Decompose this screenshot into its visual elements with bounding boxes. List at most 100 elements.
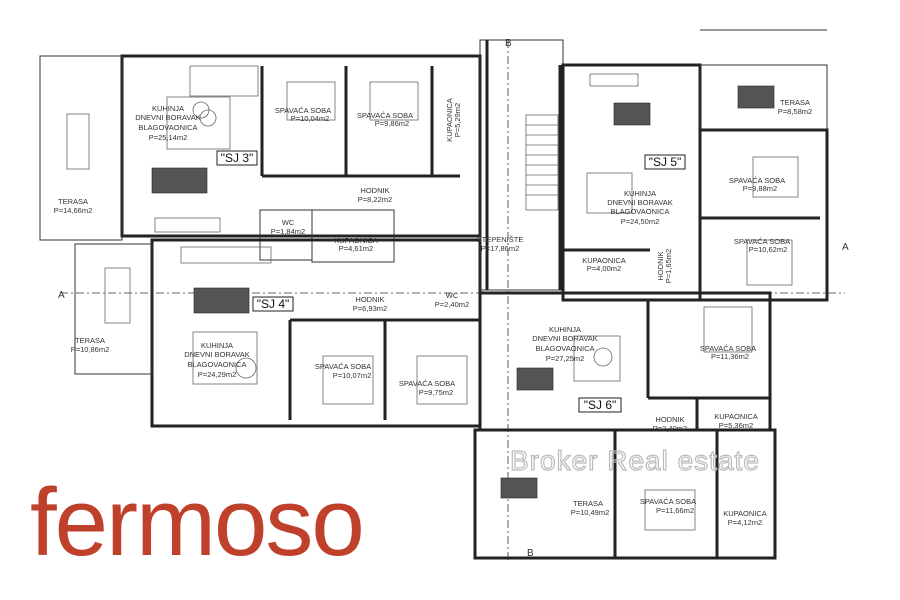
svg-text:P=10,86m2: P=10,86m2 [71,345,110,354]
svg-text:DNEVNI BORAVAK: DNEVNI BORAVAK [607,198,673,207]
terrace-table-sj4 [104,267,131,324]
unit-tag-box-sj4 [252,296,294,312]
svg-text:SPAVAĆA SOBA: SPAVAĆA SOBA [640,497,696,506]
svg-text:SPAVAĆA SOBA: SPAVAĆA SOBA [357,111,413,120]
svg-text:WC: WC [282,218,295,227]
room-label-sj6-hall: HODNIK P=2,40m2 [653,415,687,433]
svg-text:KUPAONICA: KUPAONICA [714,412,758,421]
room-label-sj6-bed1: SPAVAĆA SOBA P=11,36m2 [700,344,756,361]
unit-tag-box-sj5 [644,154,686,170]
svg-text:P=4,00m2: P=4,00m2 [587,264,621,273]
section-marker-a-right: A [842,242,849,253]
svg-text:P=2,40m2: P=2,40m2 [653,424,687,433]
svg-text:P=1,84m2: P=1,84m2 [271,227,305,236]
svg-text:SPAVAĆA SOBA: SPAVAĆA SOBA [700,344,756,353]
room-label-sj6-living: KUHINJA DNEVNI BORAVAK BLAGOVAONICA P=27… [532,325,598,363]
svg-text:P=25,14m2: P=25,14m2 [149,133,188,142]
svg-text:P=11,36m2: P=11,36m2 [711,352,749,361]
room-label-sj5-terrace: TERASA P=8,58m2 [778,98,812,116]
room-label-sj6-terrace: TERASA P=10,49m2 [571,499,610,517]
svg-text:KUHINJA: KUHINJA [549,325,581,334]
svg-text:TERASA: TERASA [58,197,88,206]
room-label-sj5-bed2: SPAVAĆA SOBA P=10,62m2 [734,237,790,254]
svg-text:DNEVNI BORAVAK: DNEVNI BORAVAK [532,334,598,343]
svg-text:P=24,29m2: P=24,29m2 [198,370,237,379]
svg-text:HODNIK: HODNIK [360,186,389,195]
svg-text:P=10,49m2: P=10,49m2 [571,508,610,517]
svg-text:HODNIK: HODNIK [655,415,684,424]
svg-text:DNEVNI BORAVAK: DNEVNI BORAVAK [135,113,201,122]
room-label-sj6-bed2: SPAVAĆA SOBA P=11,66m2 [640,497,696,515]
section-marker-a-left: A [58,290,65,301]
room-label-sj3-living: KUHINJA DNEVNI BORAVAK BLAGOVAONICA P=25… [135,104,201,142]
room-label-sj3-terrace: TERASA P=14,66m2 [54,197,93,215]
svg-text:SPAVAĆA SOBA: SPAVAĆA SOBA [275,106,331,115]
svg-text:P=5,36m2: P=5,36m2 [719,421,753,430]
svg-text:P=27,25m2: P=27,25m2 [546,354,585,363]
room-label-sj4-bed1: SPAVAĆA SOBA P=10,07m2 [315,362,371,380]
unit-sj5-walls [561,29,829,302]
room-label-sj4-terrace: TERASA P=10,86m2 [71,336,110,354]
svg-text:P=2,40m2: P=2,40m2 [435,300,469,309]
unit-sj3-walls [39,54,482,263]
section-marker-b-bottom: B [527,548,534,559]
room-label-sj4-living: KUHINJA DNEVNI BORAVAK BLAGOVAONICA P=24… [184,341,250,379]
svg-text:P=10,62m2: P=10,62m2 [749,245,788,254]
svg-text:P=6,93m2: P=6,93m2 [353,304,387,313]
svg-text:SPAVAĆA SOBA: SPAVAĆA SOBA [729,176,785,185]
room-label-stairs: STEPENIŠTE P=17,86m2 [477,235,524,253]
room-label-sj3-bed2: SPAVAĆA SOBA P=9,86m2 [357,111,413,128]
svg-text:KUPAONICA: KUPAONICA [723,509,767,518]
svg-text:STEPENIŠTE: STEPENIŠTE [477,235,524,244]
svg-text:P=10,04m2: P=10,04m2 [291,114,330,123]
stair-core [479,39,564,291]
svg-text:SPAVAĆA SOBA: SPAVAĆA SOBA [315,362,371,371]
unit-sj6-walls [473,291,777,560]
svg-text:P=24,50m2: P=24,50m2 [621,217,660,226]
unit-sj4-walls [74,238,482,428]
svg-text:P=9,86m2: P=9,86m2 [375,119,409,128]
section-marker-b-top: B [505,38,512,49]
room-label-sj3-bath2: KUPAONICA P=4,61m2 [334,236,378,253]
dining-table-sj3 [151,167,208,194]
svg-text:KUHINJA: KUHINJA [201,341,233,350]
svg-text:BLAGOVAONICA: BLAGOVAONICA [535,344,594,353]
room-label-sj5-hall: HODNIK P=1,65m2 [656,249,673,283]
svg-text:P=5,29m2: P=5,29m2 [453,103,462,137]
room-label-sj5-bath: KUPAONICA P=4,00m2 [582,256,626,273]
svg-text:P=10,07m2: P=10,07m2 [333,371,372,380]
svg-text:KUHINJA: KUHINJA [624,189,656,198]
terrace-table-sj5 [737,85,775,109]
svg-text:P=8,22m2: P=8,22m2 [358,195,392,204]
room-label-sj3-bath: KUPAONICA P=5,29m2 [445,98,462,142]
svg-text:TERASA: TERASA [780,98,810,107]
svg-text:DNEVNI BORAVAK: DNEVNI BORAVAK [184,350,250,359]
svg-text:P=8,58m2: P=8,58m2 [778,107,812,116]
room-label-sj3-bed1: SPAVAĆA SOBA P=10,04m2 [275,106,331,123]
svg-text:P=9,75m2: P=9,75m2 [419,388,453,397]
svg-text:TERASA: TERASA [75,336,105,345]
svg-text:HODNIK: HODNIK [355,295,384,304]
room-label-sj4-wc: WC P=2,40m2 [435,291,469,309]
dining-table-sj6 [516,367,554,391]
unit-tag-sj4: "SJ 4" [257,297,290,311]
brand-logo: fermoso [30,469,363,576]
room-label-sj6-bath1: KUPAONICA P=5,36m2 [714,412,758,430]
terrace-table-sj3 [66,113,90,170]
svg-text:P=11,66m2: P=11,66m2 [656,506,694,515]
svg-text:WC: WC [446,291,459,300]
dining-table-sj4 [193,287,250,314]
terrace-table-sj6 [500,477,538,499]
svg-text:BLAGOVAONICA: BLAGOVAONICA [610,207,669,216]
room-label-sj6-bath2: KUPAONICA P=4,12m2 [723,509,767,527]
room-label-sj4-bed2: SPAVAĆA SOBA P=9,75m2 [399,379,455,397]
room-label-sj4-hall: HODNIK P=6,93m2 [353,295,387,313]
svg-text:P=4,61m2: P=4,61m2 [339,244,373,253]
svg-text:KUHINJA: KUHINJA [152,104,184,113]
svg-text:HODNIK: HODNIK [656,251,665,280]
svg-text:P=17,86m2: P=17,86m2 [481,244,520,253]
svg-text:P=9,88m2: P=9,88m2 [743,184,777,193]
unit-tag-box-sj3 [216,150,258,166]
svg-text:BLAGOVAONICA: BLAGOVAONICA [187,360,246,369]
